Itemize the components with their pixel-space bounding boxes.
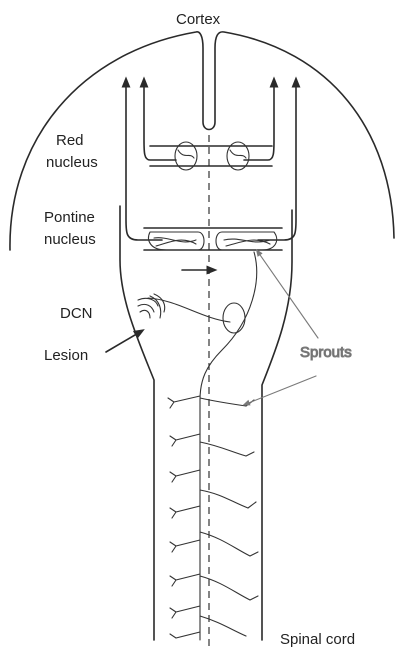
brainstem-right-wall xyxy=(262,210,292,640)
lesion-mark xyxy=(138,298,158,318)
brainstem-left-wall xyxy=(120,206,154,640)
label-red-nucleus-2: nucleus xyxy=(46,154,98,171)
label-cortex: Cortex xyxy=(176,11,221,28)
dcn-fiber-endings xyxy=(150,294,165,318)
label-pontine-2: nucleus xyxy=(44,231,96,248)
left-inner-ascending-tract xyxy=(144,82,176,160)
right-sprouts xyxy=(200,398,258,636)
left-sprouts xyxy=(168,396,200,638)
red-nucleus-left-terminal xyxy=(178,150,194,158)
dcn-target-nucleus xyxy=(223,303,245,333)
pontine-fibers-left xyxy=(154,238,196,246)
right-inner-ascending-tract xyxy=(244,82,274,160)
label-sprouts: Sprouts xyxy=(300,344,352,361)
sprouts-pointer-lower xyxy=(246,376,316,404)
label-lesion: Lesion xyxy=(44,347,88,364)
label-dcn: DCN xyxy=(60,305,93,322)
red-nucleus-right-terminal xyxy=(230,150,246,158)
lesion-pointer xyxy=(106,332,140,352)
label-red-nucleus-1: Red xyxy=(56,132,84,149)
label-spinal-cord: Spinal cord xyxy=(280,631,355,648)
label-pontine-1: Pontine xyxy=(44,209,95,226)
sprouts-pointer-upper xyxy=(258,252,318,338)
right-outer-ascending-tract xyxy=(258,82,296,240)
